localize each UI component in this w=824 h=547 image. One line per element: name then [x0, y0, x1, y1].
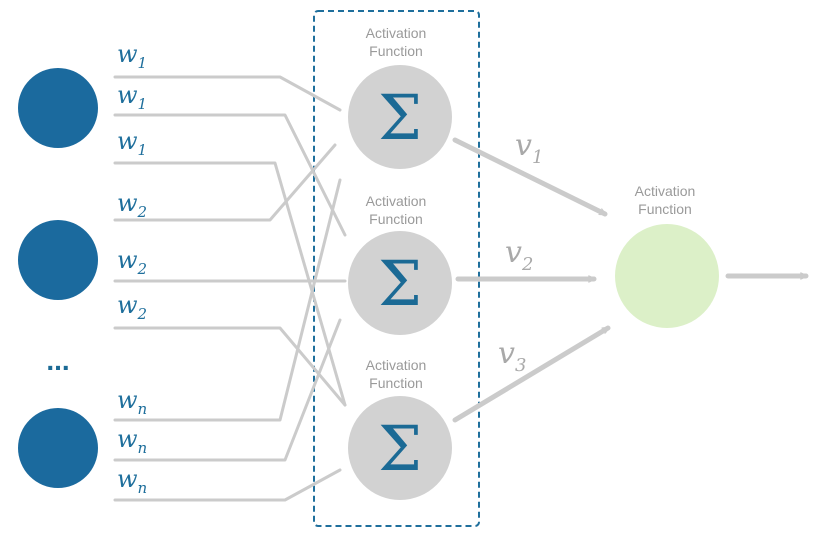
input-node-2 [18, 220, 98, 300]
output-weight-labels: v1 v2 v3 [498, 128, 543, 376]
activation-label: Function [369, 211, 423, 227]
hidden-layer: Activation Function Σ Activation Functio… [348, 25, 452, 500]
v-label: v1 [515, 128, 543, 168]
weight-labels: w1 w1 w1 w2 w2 w2 wn wn wn [117, 40, 147, 497]
hidden-unit-1: Activation Function Σ [348, 25, 452, 169]
sigma-symbol: Σ [378, 247, 422, 320]
weight-label: wn [117, 425, 147, 457]
activation-label: Activation [366, 357, 427, 373]
weight-label: w1 [117, 40, 147, 72]
activation-label: Activation [635, 183, 696, 199]
connection-w2-a [113, 143, 337, 222]
weight-label: wn [117, 465, 147, 497]
activation-label: Activation [366, 193, 427, 209]
arrow-v1 [452, 137, 608, 217]
connection-w1-b [113, 113, 347, 237]
sigma-symbol: Σ [378, 81, 422, 154]
weight-label: w2 [117, 189, 147, 221]
input-ellipsis: ... [46, 345, 69, 376]
connection-wn-a [113, 178, 342, 422]
activation-label: Function [369, 375, 423, 391]
output-node [615, 224, 719, 328]
activation-label: Function [369, 43, 423, 59]
weight-label: w2 [117, 291, 147, 323]
hidden-unit-2: Activation Function Σ [348, 193, 452, 335]
output-layer: Activation Function [615, 183, 719, 328]
input-node-1 [18, 68, 98, 148]
connection-w2-c [113, 326, 347, 407]
connection-w1-a [113, 75, 342, 112]
connection-wn-b [113, 318, 342, 462]
hidden-node [348, 231, 452, 335]
input-connections [113, 75, 347, 502]
input-layer: ... [18, 68, 98, 488]
arrow-v3 [452, 325, 611, 423]
hidden-node [348, 65, 452, 169]
connection-wn-c [113, 468, 342, 502]
activation-label: Function [638, 201, 692, 217]
v-label: v3 [498, 336, 526, 376]
weight-label: w2 [117, 246, 147, 278]
v-label: v2 [505, 235, 533, 275]
weight-label: wn [117, 386, 147, 418]
connection-w1-c [113, 161, 347, 407]
hidden-layer-box [313, 10, 480, 527]
weight-label: w1 [117, 81, 147, 113]
input-node-n [18, 408, 98, 488]
hidden-unit-3: Activation Function Σ [348, 357, 452, 500]
sigma-symbol: Σ [378, 412, 422, 485]
output-connections [452, 137, 611, 423]
hidden-node [348, 396, 452, 500]
weight-label: w1 [117, 127, 147, 159]
activation-label: Activation [366, 25, 427, 41]
